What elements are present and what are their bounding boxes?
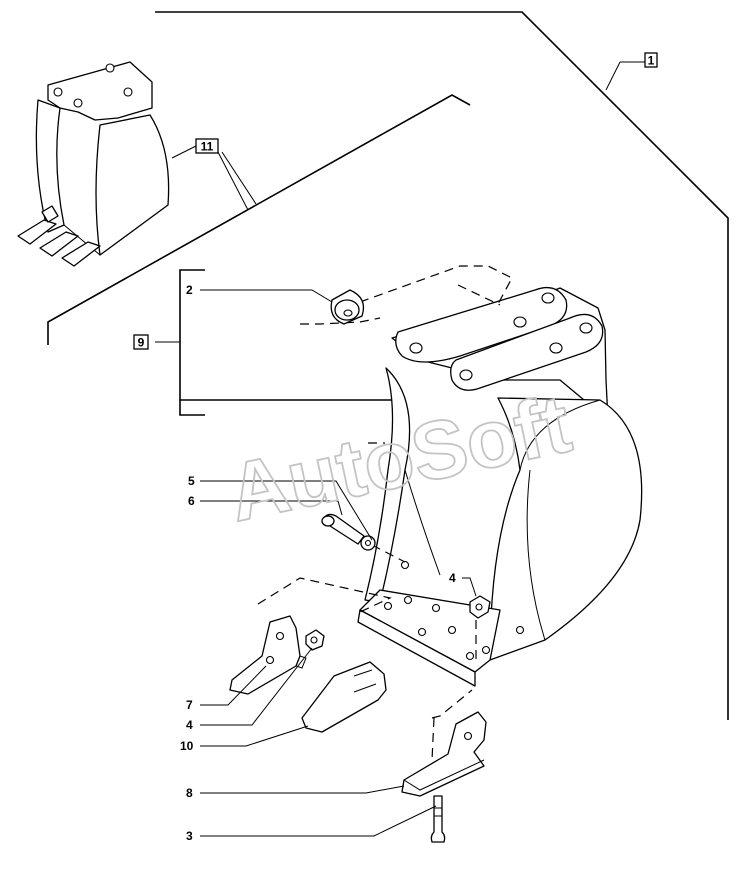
bolt-part-6 — [321, 513, 365, 545]
callout-9-box: 9 — [133, 334, 149, 350]
assembly-boundary-lines — [47, 11, 729, 720]
nut-part-4-upper — [469, 595, 491, 619]
callout-6-label: 6 — [188, 494, 195, 508]
tooth-adapter-part-8 — [401, 711, 487, 797]
callout-11-leaders — [171, 145, 257, 211]
tooth-adapter-part-7 — [229, 615, 307, 695]
callout-10-label: 10 — [180, 739, 194, 753]
callout-9-bracket — [155, 269, 395, 416]
callout-4-upper-label: 4 — [449, 571, 456, 585]
callout-11-box: 11 — [195, 138, 219, 154]
main-bucket — [357, 286, 643, 687]
callout-1-label: 1 — [648, 54, 655, 68]
callout-4-lower-label: 4 — [186, 718, 193, 732]
callout-2-label: 2 — [186, 283, 193, 297]
callout-1-box: 1 — [644, 52, 658, 68]
bushing-part-2 — [330, 289, 365, 325]
thumbnail-bucket — [17, 61, 170, 267]
callout-8-label: 8 — [186, 786, 193, 800]
bolt-part-3 — [430, 795, 446, 843]
leader-lines — [200, 289, 477, 837]
callout-7-label: 7 — [186, 698, 193, 712]
callout-5-label: 5 — [188, 474, 195, 488]
callout-3-label: 3 — [186, 829, 193, 843]
callout-11-label: 11 — [201, 140, 214, 154]
callout-9-label: 9 — [138, 336, 145, 350]
washer-part-5 — [360, 535, 376, 551]
tooth-part-10 — [301, 661, 387, 733]
nut-part-4-lower — [305, 629, 325, 651]
assembly-dashed-lines — [257, 265, 513, 761]
